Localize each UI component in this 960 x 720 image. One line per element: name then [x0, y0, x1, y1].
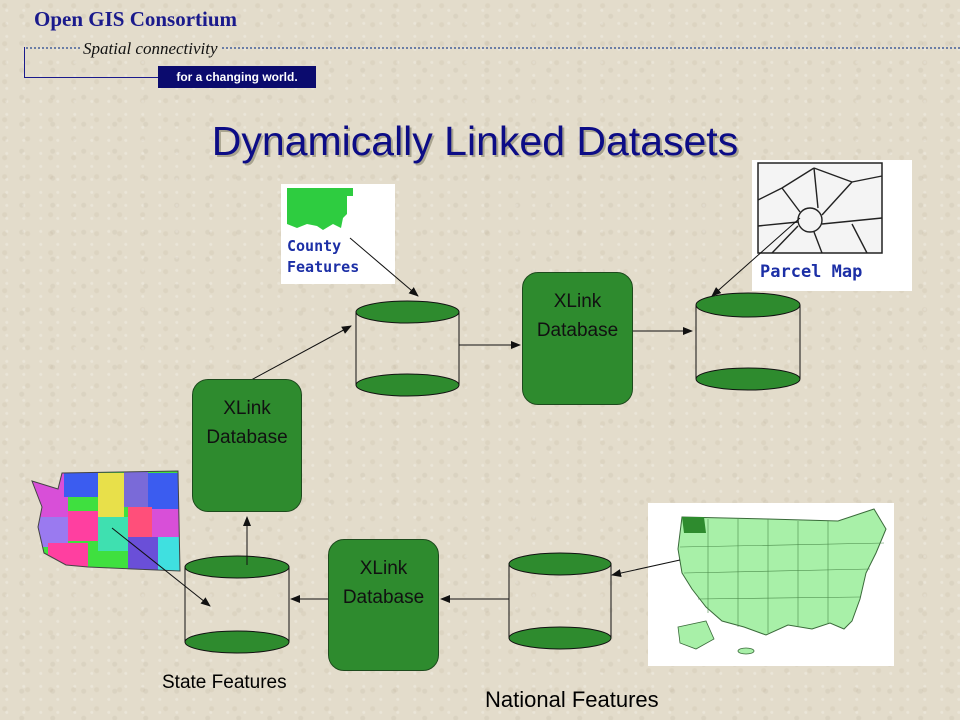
arrow-national-image-to-cylinder	[611, 559, 681, 577]
org-name: Open GIS Consortium	[34, 7, 238, 31]
xlink-box-middle-line1: XLink	[223, 398, 271, 419]
arrow-xlink-to-county-cylinder	[239, 325, 352, 387]
washington-map-icon	[31, 470, 181, 572]
state-map-image	[28, 467, 184, 575]
county-label-line2: Features	[287, 258, 360, 276]
xlink-database-box-bottom: XLink Database	[328, 539, 439, 671]
arrow-parcel-image-to-cylinder	[711, 217, 801, 297]
national-map-image	[648, 503, 894, 666]
header-dotted-rule	[26, 47, 960, 49]
tagline-bar: for a changing world.	[158, 66, 316, 88]
slide-title: Dynamically Linked Datasets	[211, 118, 739, 164]
parcel-label: Parcel Map	[760, 262, 863, 282]
national-database-cylinder	[508, 552, 612, 650]
tagline: Spatial connectivity	[80, 39, 221, 59]
header-bracket-vertical	[24, 47, 25, 78]
county-features-image: County Features	[281, 184, 395, 284]
county-map-icon	[287, 188, 353, 230]
state-features-caption: State Features	[162, 672, 287, 693]
national-features-caption: National Features	[485, 687, 659, 712]
us-map-icon	[677, 508, 887, 655]
xlink-box-bottom-line1: XLink	[359, 558, 408, 579]
arrow-county-image-to-cylinder	[349, 237, 419, 297]
xlink-box-bottom-line2: Database	[342, 587, 425, 608]
header-bracket-horizontal	[24, 77, 158, 78]
xlink-box-top-line1: XLink	[553, 291, 602, 312]
xlink-database-box-top: XLink Database	[522, 272, 633, 405]
arrow-state-image-to-cylinder	[111, 527, 211, 607]
county-database-cylinder	[355, 300, 460, 397]
xlink-box-middle-line2: Database	[206, 427, 288, 448]
parcel-map-image: Parcel Map	[752, 160, 912, 291]
parcel-map-icon	[757, 162, 883, 254]
county-label-line1: County	[287, 237, 342, 255]
xlink-box-top-line2: Database	[536, 320, 619, 341]
parcel-database-cylinder	[695, 292, 801, 391]
state-database-cylinder	[184, 555, 290, 654]
xlink-database-box-middle: XLink Database	[192, 379, 302, 512]
